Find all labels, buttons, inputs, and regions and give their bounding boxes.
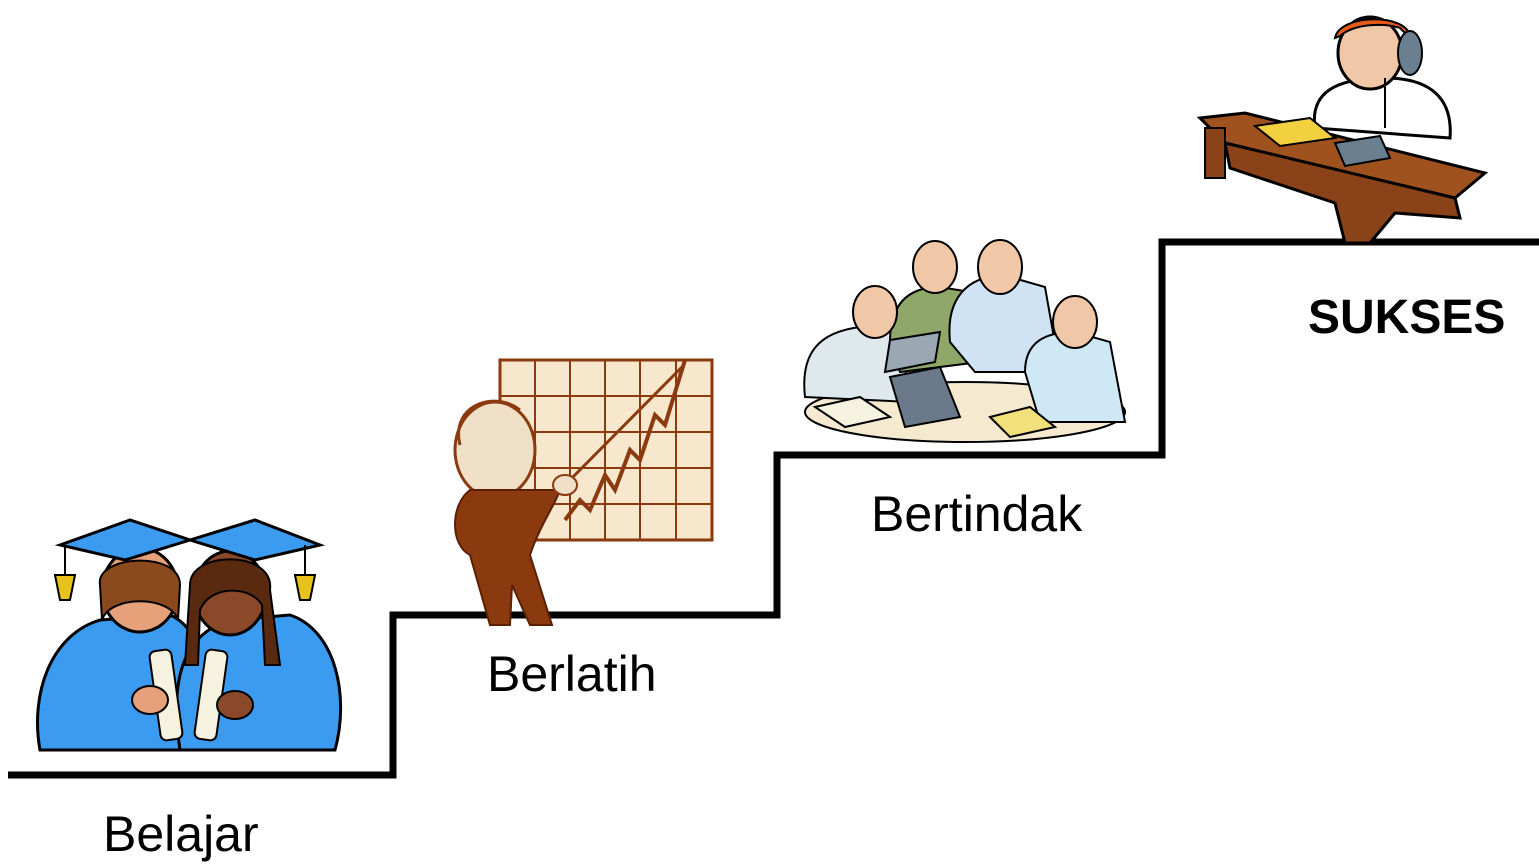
step-label-sukses: SUKSES — [1308, 291, 1506, 344]
presenter-chart-icon — [453, 358, 714, 626]
step-label-berlatih: Berlatih — [487, 646, 657, 702]
step-label-bertindak: Bertindak — [871, 486, 1083, 542]
executive-desk-icon — [1196, 15, 1489, 245]
step-label-belajar: Belajar — [103, 806, 259, 862]
team-meeting-icon — [803, 239, 1127, 443]
graduates-icon — [36, 518, 343, 752]
